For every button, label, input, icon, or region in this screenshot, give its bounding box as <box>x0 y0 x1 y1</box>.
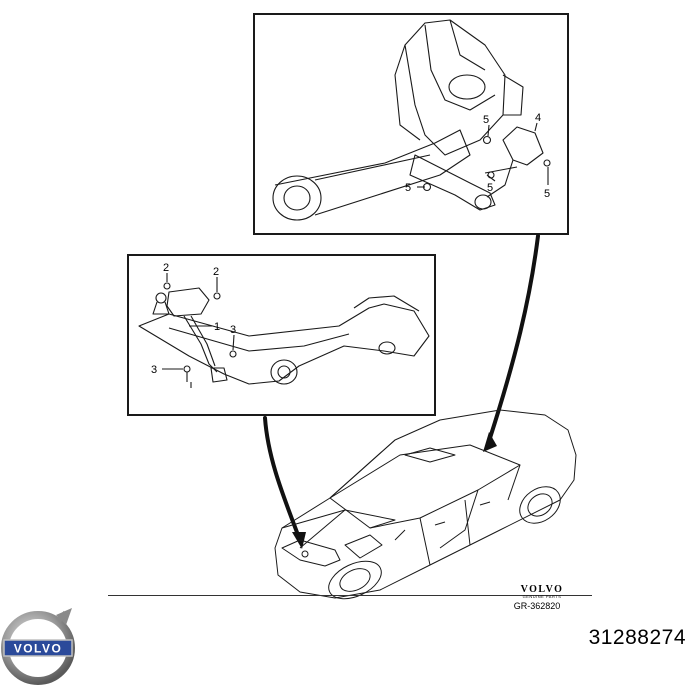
bushing-eye <box>272 175 322 221</box>
car-overview-drawing <box>263 234 577 600</box>
sensor-link-bracket <box>210 367 228 383</box>
callout-2-right: 2 <box>213 266 219 278</box>
rear-pointer-line <box>488 234 540 440</box>
brand-subtitle: GENUINE PARTS <box>522 594 562 599</box>
part-number: 31288274 <box>588 626 686 649</box>
front-suspension-detail-panel: 2 2 1 3 3 <box>127 254 436 416</box>
callout-5-right: 5 <box>544 188 550 200</box>
callout-3-upper: 3 <box>230 324 236 336</box>
logo-wordmark: VOLVO <box>14 642 63 656</box>
callout-5-left: 5 <box>405 182 411 194</box>
front-bushing <box>270 359 298 385</box>
rear-suspension-detail-panel: 4 5 5 5 5 <box>253 13 569 235</box>
ball-joint <box>155 292 167 304</box>
front-lower-control-arm <box>138 303 430 385</box>
level-sensor-front <box>166 287 210 317</box>
car-body <box>274 409 577 599</box>
volvo-logo-icon: VOLVO <box>1 608 75 685</box>
rear-wheel <box>519 486 561 524</box>
headlight <box>344 534 383 559</box>
callout-5-middle: 5 <box>487 182 493 194</box>
side-mirror <box>394 529 406 541</box>
callout-5-upper: 5 <box>483 114 489 126</box>
callout-2-left: 2 <box>163 262 169 274</box>
front-pointer-line <box>263 416 300 537</box>
front-control-arm-drawing: 2 2 1 3 3 <box>138 262 430 388</box>
brand-wordmark: VOLVO <box>520 584 564 595</box>
car-greenhouse <box>329 444 521 529</box>
callout-1: 1 <box>214 321 220 333</box>
diagram-reference: GR-362820 <box>513 601 561 611</box>
front-wheel <box>328 560 382 600</box>
brand-mark-small: VOLVO GENUINE PARTS <box>497 584 587 599</box>
rear-subframe-drawing: 4 5 5 5 5 <box>272 19 551 221</box>
sunroof <box>404 447 456 463</box>
callout-3-lower: 3 <box>151 364 157 376</box>
front-grille <box>281 539 341 567</box>
footer-divider <box>108 595 592 596</box>
callout-4: 4 <box>535 112 541 124</box>
rear-pointer-arrowhead <box>483 432 497 452</box>
